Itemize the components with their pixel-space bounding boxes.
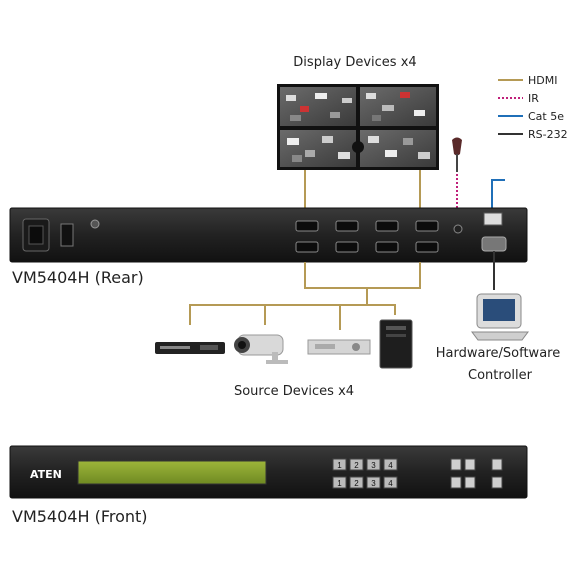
front-button-1-1[interactable]: 1: [337, 461, 342, 470]
rj45-port: [483, 212, 503, 226]
display-screen-3: [280, 130, 356, 167]
legend-item-cat5e: Cat 5e: [498, 110, 564, 123]
brand-logo: ATEN: [30, 468, 62, 481]
pc-tower-icon: [379, 319, 413, 369]
rs232-port: [481, 236, 507, 252]
legend-item-hdmi: HDMI: [498, 74, 557, 87]
lcd-display: [77, 460, 267, 485]
security-camera-icon: [234, 334, 288, 364]
front-panel: ATEN 1 2 3 4 1 2 3 4: [9, 445, 528, 499]
power-switch: [60, 223, 74, 247]
legend: HDMI IR Cat 5e RS-232: [498, 74, 568, 141]
front-label: VM5404H (Front): [12, 507, 148, 526]
ir-sensor: [452, 137, 462, 222]
front-button-1-4[interactable]: 4: [388, 461, 393, 470]
controller-label-line1: Hardware/Software: [436, 346, 560, 361]
legend-item-ir: IR: [498, 92, 539, 105]
front-buttons-row-1: 1 2 3 4: [332, 458, 398, 471]
display-devices-label: Display Devices x4: [293, 55, 416, 70]
controller-label-line2: Controller: [468, 368, 533, 383]
hdmi-input-lines: [189, 262, 421, 330]
ir-port: [453, 224, 463, 234]
front-button-1-3[interactable]: 3: [371, 461, 376, 470]
display-screen-4: [360, 130, 436, 167]
legend-item-rs232: RS-232: [498, 128, 568, 141]
controller-computer-icon: [471, 293, 529, 341]
front-button-2-3[interactable]: 3: [371, 479, 376, 488]
display-screen-2: [360, 87, 436, 126]
legend-label-rs232: RS-232: [528, 128, 568, 141]
legend-label-cat5e: Cat 5e: [528, 110, 564, 123]
display-screen-1: [280, 87, 356, 126]
video-wall: [277, 84, 439, 170]
hdmi-port-grid: [295, 220, 439, 253]
front-buttons-row-2: 1 2 3 4: [332, 476, 398, 489]
front-button-2-4[interactable]: 4: [388, 479, 393, 488]
media-player-icon: [307, 339, 371, 355]
front-button-1-2[interactable]: 2: [354, 461, 359, 470]
front-button-2-1[interactable]: 1: [337, 479, 342, 488]
dvd-player-icon: [155, 342, 225, 354]
cat5e-cable: [491, 179, 505, 212]
front-function-buttons[interactable]: [450, 458, 503, 489]
power-socket-icon: [22, 218, 50, 252]
legend-label-hdmi: HDMI: [528, 74, 557, 87]
source-devices-label: Source Devices x4: [234, 384, 354, 399]
front-button-2-2[interactable]: 2: [354, 479, 359, 488]
ground-screw-icon: [90, 219, 100, 229]
rear-panel: [9, 207, 528, 263]
rear-label: VM5404H (Rear): [12, 268, 144, 287]
legend-label-ir: IR: [528, 92, 539, 105]
